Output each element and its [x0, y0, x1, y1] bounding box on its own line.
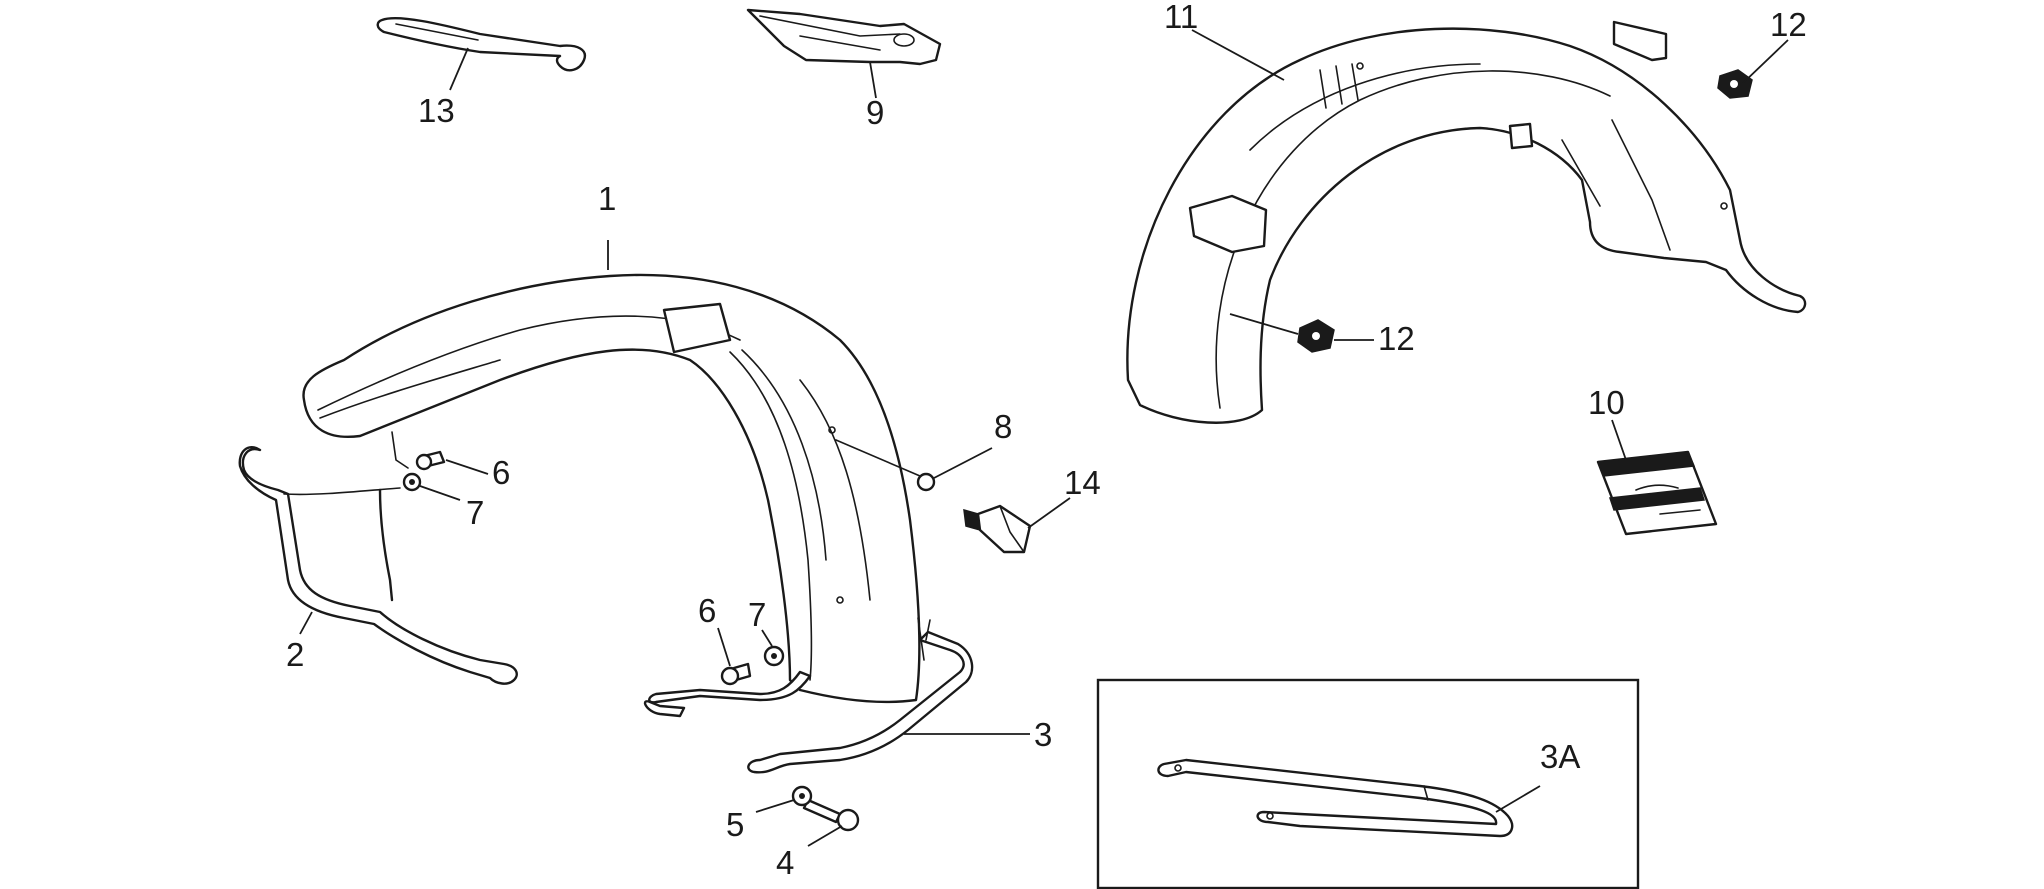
leader-2 — [299, 611, 313, 635]
part-1-front-mudguard — [302, 273, 921, 704]
leader-10 — [1611, 419, 1627, 461]
part-4-bolt — [802, 798, 860, 832]
leader-7-upper — [419, 485, 461, 501]
part-7-washer-lower — [763, 645, 785, 667]
callout-7-upper: 7 — [466, 494, 484, 531]
callout-12-lower: 12 — [1378, 320, 1415, 357]
part-6-screw-upper — [415, 450, 446, 471]
callout-3a: 3A — [1540, 738, 1580, 775]
callout-4: 4 — [776, 844, 794, 881]
part-2-mudguard-stay — [238, 445, 518, 685]
callout-6-lower: 6 — [698, 592, 716, 629]
leader-4 — [807, 825, 843, 847]
callout-13: 13 — [418, 92, 455, 129]
leader-12-upper — [1741, 39, 1789, 85]
callout-3: 3 — [1034, 716, 1052, 753]
callout-11: 11 — [1164, 0, 1198, 35]
part-12-grommet-upper — [1717, 69, 1753, 99]
part-8-screw — [835, 439, 936, 492]
leader-9 — [869, 61, 877, 99]
leader-14 — [1027, 497, 1071, 529]
callout-1: 1 — [598, 180, 616, 217]
part-12-grommet-lower — [1297, 319, 1335, 353]
part-3a-mudguard-stay — [1157, 758, 1514, 838]
part-6-screw-lower — [720, 662, 752, 686]
part-9-bracket — [746, 8, 942, 66]
callout-2: 2 — [286, 636, 304, 673]
part-14-cable-clip — [963, 504, 1032, 554]
part-7-washer-upper — [402, 472, 422, 492]
part-11-rear-mudguard — [1126, 20, 1807, 424]
part-3-mudguard-stay — [643, 617, 974, 774]
callout-6-upper: 6 — [492, 454, 510, 491]
leader-8 — [933, 447, 993, 479]
callout-10: 10 — [1588, 384, 1625, 421]
leader-5 — [755, 799, 795, 813]
leader-6-upper — [445, 459, 489, 475]
part-5-washer — [791, 785, 813, 807]
leader-6-lower — [717, 627, 731, 667]
callout-9: 9 — [866, 94, 884, 131]
callout-14: 14 — [1064, 464, 1101, 501]
callout-7-lower: 7 — [748, 596, 766, 633]
callout-5: 5 — [726, 806, 744, 843]
callout-12-upper: 12 — [1770, 6, 1807, 43]
leader-13 — [449, 47, 469, 91]
leader-11 — [1191, 29, 1285, 81]
part-10-booklet — [1596, 450, 1718, 536]
inset-frame — [1096, 678, 1640, 889]
callout-8: 8 — [994, 408, 1012, 445]
leader-12-lower — [1229, 313, 1299, 335]
leader-3a — [1495, 785, 1541, 813]
leader-7-lower — [761, 629, 773, 647]
part-13-spanner-wrench — [376, 17, 587, 72]
